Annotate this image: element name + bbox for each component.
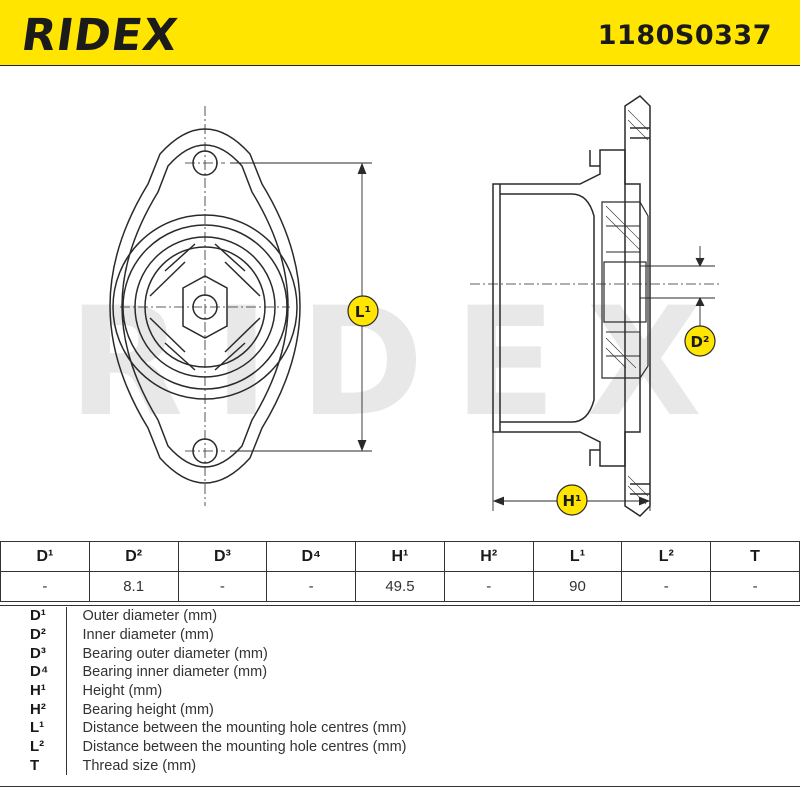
- dim-value: 8.1: [88, 571, 179, 602]
- dim-value: 49.5: [355, 571, 445, 602]
- legend-symbol: D⁴: [0, 663, 67, 682]
- dim-value: -: [177, 571, 268, 602]
- drawing-svg: L¹ D² H¹: [109, 95, 720, 517]
- legend-text: Inner diameter (mm): [82, 627, 214, 644]
- dimensions-header-row: D¹ D² D³ D⁴ H¹ H² L¹ L² T: [0, 541, 800, 572]
- dim-value: -: [621, 571, 712, 602]
- dim-value: 90: [532, 571, 623, 602]
- dim-header: D²: [88, 541, 179, 572]
- d2-dimension: [640, 246, 715, 328]
- svg-text:D²: D²: [690, 333, 709, 351]
- dim-header: H²: [443, 541, 534, 572]
- legend-row: H² Bearing height (mm): [0, 700, 800, 720]
- dim-value: -: [266, 571, 357, 602]
- legend-symbol: H²: [0, 700, 67, 720]
- legend-row: L² Distance between the mounting hole cen…: [0, 737, 800, 757]
- legend-symbol: L¹: [0, 719, 67, 738]
- legend-text: Distance between the mounting hole centr…: [82, 739, 407, 756]
- dimensions-value-row: - 8.1 - - 49.5 - 90 - -: [0, 571, 800, 602]
- legend-symbol: D¹: [0, 607, 67, 626]
- dim-header: L²: [621, 541, 712, 572]
- dim-value: -: [443, 571, 534, 602]
- svg-text:H¹: H¹: [562, 492, 581, 510]
- legend-text: Bearing height (mm): [82, 701, 214, 718]
- legend-row: D² Inner diameter (mm): [0, 625, 800, 645]
- legend-row: H¹ Height (mm): [0, 681, 800, 701]
- legend-row: D¹ Outer diameter (mm): [0, 607, 800, 626]
- dim-header: H¹: [355, 541, 445, 572]
- label-h1: H¹: [556, 484, 588, 516]
- legend-text: Thread size (mm): [82, 757, 197, 774]
- header-bar: RIDEX 1180S0337: [0, 0, 800, 66]
- legend-row: L¹ Distance between the mounting hole cen…: [0, 719, 800, 738]
- legend-text: Bearing inner diameter (mm): [82, 664, 268, 681]
- legend-symbol: L²: [0, 737, 67, 757]
- dimensions-table: D¹ D² D³ D⁴ H¹ H² L¹ L² T - 8.1 - - 49.5…: [0, 541, 800, 602]
- legend-text: Height (mm): [82, 683, 163, 700]
- legend-frame: [0, 605, 800, 787]
- side-view: [492, 95, 651, 517]
- dim-header: D¹: [0, 541, 90, 572]
- technical-drawing: RIDEX: [0, 66, 800, 540]
- legend-row: D³ Bearing outer diameter (mm): [0, 644, 800, 664]
- dim-header: T: [710, 541, 800, 572]
- brand-logo: RIDEX: [18, 10, 182, 61]
- legend-symbol: D³: [0, 644, 67, 664]
- dim-header: D⁴: [266, 541, 357, 572]
- legend-text: Bearing outer diameter (mm): [82, 645, 268, 662]
- label-l1: L¹: [347, 295, 379, 327]
- legend-symbol: D²: [0, 625, 67, 645]
- legend-row: D⁴ Bearing inner diameter (mm): [0, 663, 800, 682]
- watermark: RIDEX: [68, 276, 732, 450]
- svg-text:L¹: L¹: [355, 303, 371, 321]
- legend-text: Outer diameter (mm): [82, 608, 218, 625]
- label-d2: D²: [684, 325, 716, 357]
- dim-value: -: [0, 571, 90, 602]
- dim-header: D³: [177, 541, 268, 572]
- legend-text: Distance between the mounting hole centr…: [82, 720, 407, 737]
- legend-symbol: H¹: [0, 681, 67, 701]
- legend-symbol: T: [0, 756, 67, 776]
- legend-row: T Thread size (mm): [0, 756, 800, 776]
- legend-table: D¹ Outer diameter (mm) D² Inner diameter (…: [0, 607, 800, 776]
- part-number: 1180S0337: [597, 20, 772, 51]
- dim-value: -: [710, 571, 800, 602]
- dim-header: L¹: [532, 541, 623, 572]
